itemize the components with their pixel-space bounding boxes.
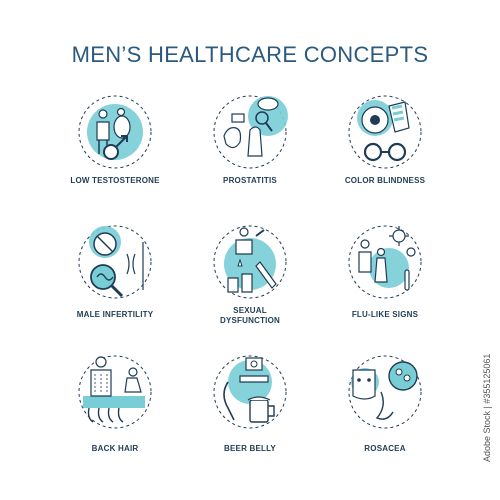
concept-label: PROSTATITIS (223, 176, 277, 185)
color-blindness-icon (348, 95, 422, 169)
concept-label: BEER BELLY (224, 444, 276, 453)
male-infertility-icon (78, 225, 152, 299)
concept-label: FLU-LIKE SIGNS (351, 310, 419, 319)
concepts-grid: LOW TESTOSTERONE PROSTATITIS COLOR BLIN (48, 92, 452, 462)
concept-label-text: SEXUAL DYSFUNCTION (220, 306, 280, 325)
prostatitis-icon (213, 95, 288, 169)
concept-label: ROSACEA (364, 444, 406, 453)
concept-label: MALE INFERTILITY (76, 310, 154, 319)
sexual-dysfunction-icon (213, 225, 287, 299)
concept-label: SEXUAL DYSFUNCTION (183, 306, 317, 326)
beer-belly-icon (213, 355, 287, 429)
back-hair-icon (78, 355, 152, 429)
concept-label: BACK HAIR (91, 444, 139, 453)
concept-label: COLOR BLINDNESS (344, 176, 426, 185)
page-title: MEN’S HEALTHCARE CONCEPTS (71, 42, 429, 67)
concept-label: LOW TESTOSTERONE (70, 176, 160, 185)
low-testosterone-icon (78, 95, 152, 169)
stock-watermark: Adobe Stock | #355125061 (482, 354, 492, 463)
rosacea-icon (348, 355, 422, 429)
flu-like-signs-icon (348, 225, 422, 299)
